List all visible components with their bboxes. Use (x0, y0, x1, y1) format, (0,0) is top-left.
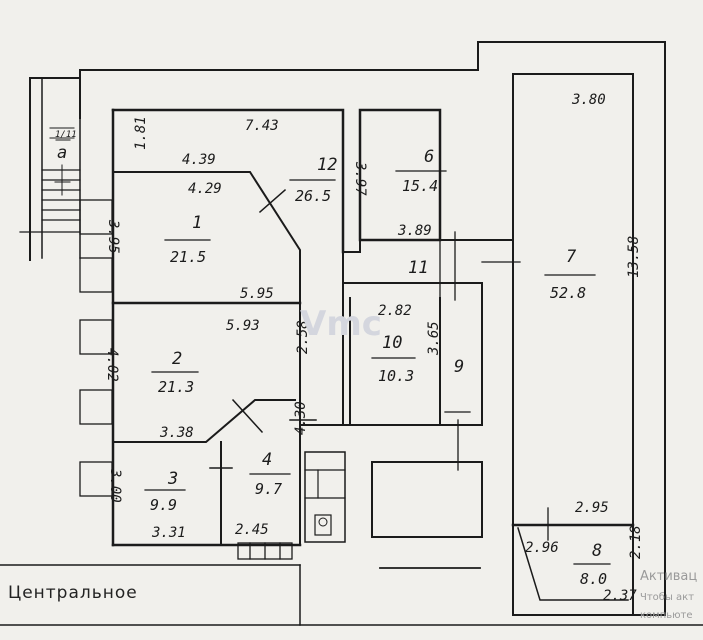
sanitary-block (304, 451, 346, 543)
room-2-number: 2 (172, 349, 182, 369)
room-7-area: 52.8 (550, 284, 586, 302)
room-6-area: 15.4 (402, 177, 438, 195)
dim-3-95: 3.95 (105, 219, 121, 254)
dim-3-97: 3.97 (352, 161, 368, 196)
room-12-area: 26.5 (295, 187, 331, 205)
room-1-area: 21.5 (170, 248, 206, 266)
dim-4-30: 4.30 (293, 401, 309, 435)
dim-3-89: 3.89 (397, 223, 432, 239)
dim-2-82: 2.82 (378, 303, 412, 319)
stair-fraction: 1/11 (55, 130, 77, 140)
dim-2-96: 2.96 (525, 540, 559, 556)
room-4-area: 9.7 (255, 480, 282, 498)
outer-walls (29, 41, 666, 616)
stair (19, 77, 81, 259)
dim-4-29: 4.29 (188, 181, 222, 197)
dim-5-93: 5.93 (226, 318, 260, 334)
outbuilding (371, 461, 483, 538)
stair-label: a (57, 143, 67, 163)
dimension-labels: 7.43 1.81 4.39 4.29 3.95 5.95 5.93 4.02 … (104, 92, 644, 604)
dim-3-80: 3.80 (571, 92, 606, 108)
dim-5-95: 5.95 (240, 286, 274, 302)
room-10-number: 10 (382, 333, 402, 353)
dim-2-58: 2.58 (295, 320, 311, 354)
room-walls-center (299, 108, 521, 569)
watermark-line-1: Активац (640, 569, 697, 584)
room-1-number: 1 (192, 213, 202, 233)
dim-2-45: 2.45 (235, 522, 269, 538)
street-strip (0, 564, 703, 626)
room-11-number: 11 (408, 258, 428, 278)
dim-4-39: 4.39 (182, 152, 216, 168)
watermark-line-2: Чтобы акт (640, 592, 694, 603)
dim-7-43: 7.43 (245, 118, 279, 134)
dim-3-38: 3.38 (159, 425, 194, 441)
room-4-number: 4 (262, 450, 272, 470)
room-8-area: 8.0 (580, 570, 607, 588)
dim-2-18: 2.18 (628, 525, 644, 559)
room-10-area: 10.3 (378, 367, 414, 385)
room-7-walls (512, 73, 634, 616)
outer-wall-top-right (79, 41, 666, 616)
room-12-number: 12 (317, 155, 337, 175)
room-9-number: 9 (454, 357, 464, 377)
dim-1-81: 1.81 (133, 116, 149, 150)
dim-13-58: 13.58 (626, 236, 642, 278)
dim-3-31: 3.31 (151, 525, 186, 541)
dim-4-02: 4.02 (104, 348, 120, 382)
watermark-logo: Vmc (300, 304, 382, 344)
room-walls-left-block (111, 108, 345, 547)
room-8-number: 8 (592, 541, 602, 561)
watermark-line-3: компьюте (640, 610, 693, 621)
room-6-number: 6 (424, 147, 434, 167)
dim-3-65: 3.65 (426, 321, 442, 356)
room-labels: 1 21.5 2 21.3 3 9.9 4 9.7 12 26.5 6 15.4… (55, 130, 611, 588)
room-7-number: 7 (566, 247, 577, 267)
dim-3-00: 3.00 (107, 468, 123, 503)
room-3-number: 3 (167, 469, 178, 489)
dim-2-37: 2.37 (603, 588, 637, 604)
entrance (237, 542, 293, 560)
outer-wall-left (29, 77, 81, 261)
room-2-area: 21.3 (158, 378, 194, 396)
room-8-walls (511, 507, 635, 601)
dim-2-95: 2.95 (575, 500, 609, 516)
room-3-area: 9.9 (150, 496, 177, 514)
street-name: Центральное (8, 583, 138, 603)
